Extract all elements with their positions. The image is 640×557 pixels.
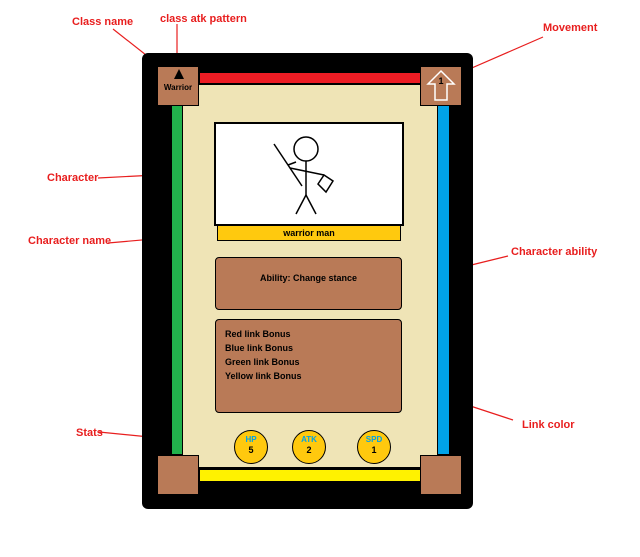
link-bar-right [437, 105, 450, 455]
annotation-movement: Movement [543, 22, 598, 34]
corner-bottom-right [420, 455, 462, 495]
character-name: warrior man [217, 225, 401, 241]
annotation-link-color: Link color [522, 419, 575, 431]
movement-value: 1 [438, 76, 444, 86]
stat-atk-value: 2 [306, 445, 312, 455]
link-bar-top [199, 72, 422, 84]
corner-bottom-left [157, 455, 199, 495]
annotation-stats: Stats [76, 427, 103, 439]
class-corner: Warrior [157, 66, 199, 106]
movement-corner: 1 [420, 66, 462, 106]
annotation-character-name: Character name [28, 235, 112, 247]
stat-atk-label: ATK [301, 435, 317, 444]
stat-atk: ATK 2 [292, 430, 326, 464]
stat-spd-label: SPD [365, 435, 383, 444]
character-art [214, 122, 404, 226]
annotation-class-name: Class name [72, 16, 134, 28]
atk-pattern-icon [174, 69, 184, 79]
stat-spd: SPD 1 [357, 430, 391, 464]
bonus-blue: Blue link Bonus [225, 343, 294, 353]
bonus-yellow: Yellow link Bonus [225, 371, 302, 381]
annotation-character: Character [47, 172, 99, 184]
annotation-character-ability: Character ability [511, 246, 598, 258]
ability-box: Ability: Change stance [215, 257, 402, 310]
class-name: Warrior [163, 83, 193, 92]
link-bar-left [171, 105, 183, 455]
stat-hp: HP 5 [234, 430, 268, 464]
annotation-class-atk-pattern: class atk pattern [160, 13, 247, 25]
stat-hp-value: 5 [248, 445, 254, 455]
stat-spd-value: 1 [371, 445, 377, 455]
bonus-red: Red link Bonus [225, 329, 291, 339]
link-bar-bottom [199, 469, 422, 482]
stick-figure-icon [273, 136, 335, 215]
bonus-green: Green link Bonus [225, 357, 300, 367]
stat-hp-label: HP [245, 435, 257, 444]
link-bonus-box: Red link Bonus Blue link Bonus Green lin… [215, 319, 402, 413]
up-arrow-icon [426, 69, 456, 101]
